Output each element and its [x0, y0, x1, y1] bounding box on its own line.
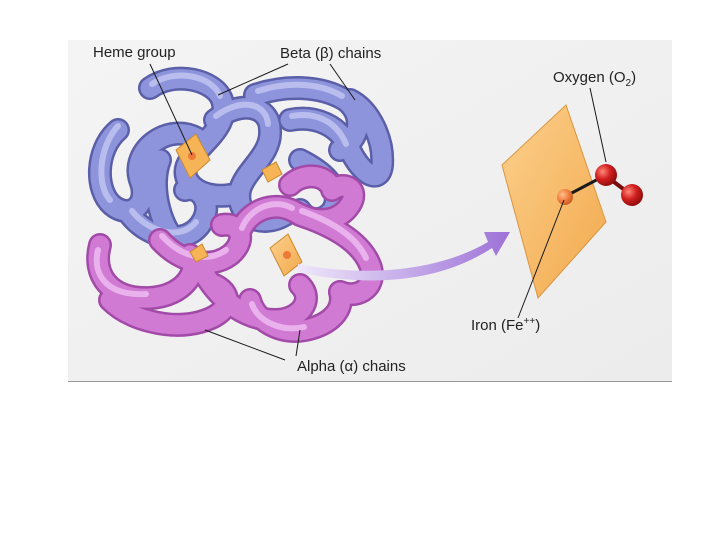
beta-symbol: β: [320, 45, 329, 62]
oxygen-subscript: 2: [626, 78, 632, 89]
oxygen-label-prefix: Oxygen (O: [553, 69, 626, 86]
iron-label-suffix: ): [535, 317, 540, 334]
oxygen-atom-2: [621, 184, 643, 206]
heme-group-text: Heme group: [93, 44, 176, 61]
oxygen-label: Oxygen (O2): [553, 69, 636, 89]
figure-divider: [68, 381, 672, 382]
beta-label-suffix: ) chains: [329, 45, 382, 62]
iron-superscript: ++: [524, 316, 536, 327]
iron-label: Iron (Fe++): [471, 317, 540, 337]
iron-atom: [557, 189, 573, 205]
beta-chains-label: Beta (β) chains: [280, 45, 381, 63]
alpha-label-prefix: Alpha (: [297, 358, 345, 375]
alpha-symbol: α: [345, 358, 354, 375]
alpha-chains-label: Alpha (α) chains: [297, 358, 406, 376]
iron-label-prefix: Iron (Fe: [471, 317, 524, 334]
oxygen-label-suffix: ): [631, 69, 636, 86]
beta-label-prefix: Beta (: [280, 45, 320, 62]
alpha-label-suffix: ) chains: [353, 358, 406, 375]
oxygen-atom-1: [595, 164, 617, 186]
heme-group-label: Heme group: [93, 44, 176, 62]
